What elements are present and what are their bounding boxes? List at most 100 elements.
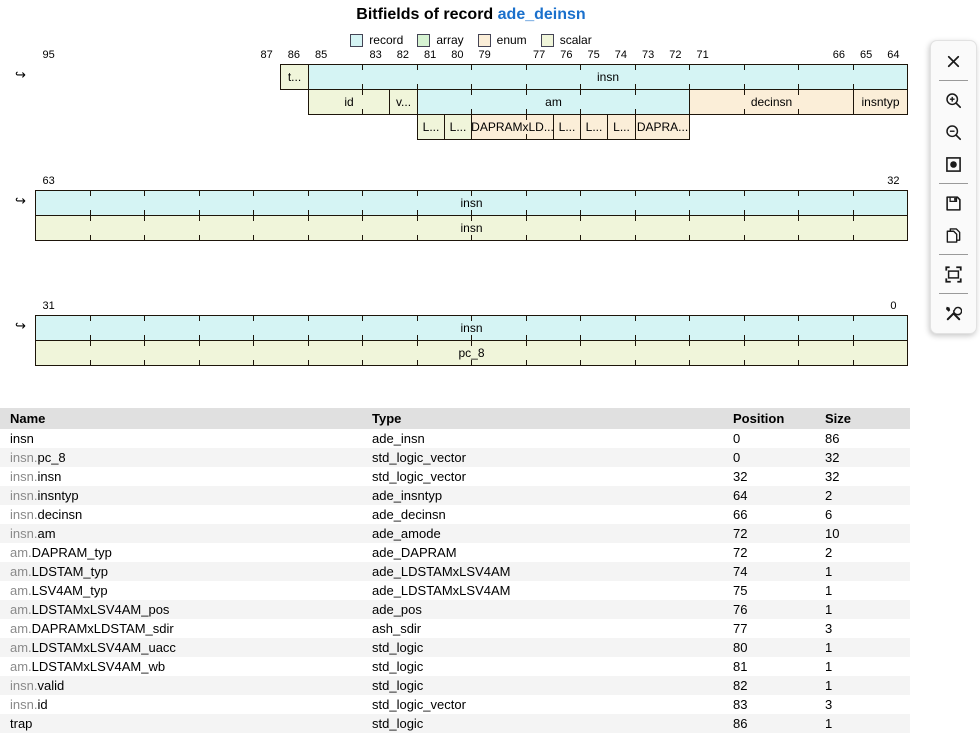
bit-tick: [526, 65, 527, 70]
name-prefix: insn.: [10, 697, 38, 712]
bit-tick: [308, 216, 309, 221]
bit-tick: [417, 109, 418, 114]
wrap-arrow-icon: ↪: [15, 67, 26, 82]
name-base: am: [37, 526, 56, 541]
bit-tick: [744, 90, 745, 95]
name-prefix: am.: [10, 621, 32, 636]
cell-size: 32: [825, 450, 840, 465]
zoom-in-icon: [945, 92, 962, 109]
tools-button[interactable]: [931, 297, 976, 329]
copy-button[interactable]: [931, 219, 976, 251]
cell-name: am.LSV4AM_typ: [10, 581, 108, 600]
name-base: DAPRAMxLDSTAM_sdir: [31, 621, 174, 636]
bit-tick: [308, 335, 309, 340]
bit-number-label: 82: [396, 49, 409, 61]
close-button[interactable]: [931, 45, 976, 77]
cell-type: ade_pos: [372, 602, 422, 617]
bit-tick: [471, 316, 472, 321]
save-button[interactable]: [931, 187, 976, 219]
legend-label: array: [436, 33, 464, 47]
cell-type: std_logic_vector: [372, 469, 466, 484]
bit-tick: [362, 316, 363, 321]
bit-tick: [90, 360, 91, 365]
bit-number-label: 79: [478, 49, 491, 61]
name-prefix: am.: [10, 583, 32, 598]
cell-type: ade_DAPRAM: [372, 545, 457, 560]
bit-tick: [744, 191, 745, 196]
cell-type: ade_insn: [372, 431, 425, 446]
bit-tick: [744, 210, 745, 215]
bit-tick: [744, 316, 745, 321]
bit-tick: [853, 360, 854, 365]
bit-tick: [744, 84, 745, 89]
bit-tick: [798, 109, 799, 114]
bit-tick: [253, 335, 254, 340]
reset-zoom-button[interactable]: [931, 148, 976, 180]
cell-name: am.LDSTAMxLSV4AM_wb: [10, 657, 165, 676]
bit-tick: [90, 216, 91, 221]
bitfield-cell: insn: [35, 215, 908, 241]
bit-tick: [744, 65, 745, 70]
toolbar-divider: [939, 80, 968, 81]
zoom-out-button[interactable]: [931, 116, 976, 148]
name-prefix: insn.: [10, 488, 38, 503]
bit-tick: [471, 191, 472, 196]
bit-tick: [580, 109, 581, 114]
bit-number-label: 66: [832, 49, 845, 61]
bit-tick: [853, 191, 854, 196]
col-header-size: Size: [825, 411, 852, 426]
bit-number-label: 80: [451, 49, 464, 61]
bit-number-label: 74: [614, 49, 627, 61]
legend-swatch-enum: [477, 33, 491, 47]
bit-tick: [144, 316, 145, 321]
bitfield-cell: decinsn: [689, 89, 854, 115]
legend-label: scalar: [559, 33, 592, 47]
bit-tick: [417, 316, 418, 321]
bit-number-label: 65: [860, 49, 873, 61]
bit-tick: [417, 335, 418, 340]
cell-name: trap: [10, 714, 32, 733]
cell-size: 3: [825, 697, 833, 712]
bit-tick: [853, 109, 854, 114]
bit-tick: [90, 210, 91, 215]
legend-label: record: [369, 33, 404, 47]
record-name-link[interactable]: ade_deinsn: [497, 6, 586, 23]
bit-tick: [853, 216, 854, 221]
cell-type: std_logic: [372, 659, 424, 674]
bit-tick: [308, 191, 309, 196]
name-prefix: am.: [10, 640, 32, 655]
name-base: LDSTAMxLSV4AM_wb: [31, 659, 166, 674]
name-base: id: [37, 697, 48, 712]
bit-tick: [635, 109, 636, 114]
fit-view-button[interactable]: [931, 258, 976, 290]
bitfield-cell: id: [308, 89, 390, 115]
bit-tick: [744, 235, 745, 240]
bit-tick: [853, 65, 854, 70]
cell-type: ade_decinsn: [372, 507, 446, 522]
cell-name: am.DAPRAM_typ: [10, 543, 112, 562]
bit-tick: [853, 235, 854, 240]
bit-number-label: 75: [587, 49, 600, 61]
col-header-type: Type: [372, 411, 402, 426]
bit-tick: [308, 341, 309, 346]
cell-type: std_logic_vector: [372, 450, 466, 465]
bit-tick: [689, 335, 690, 340]
bit-tick: [144, 235, 145, 240]
bit-tick: [635, 210, 636, 215]
bitfield-cell: insn: [35, 190, 908, 216]
cell-position: 82: [733, 678, 748, 693]
bit-tick: [526, 316, 527, 321]
toolbar: [930, 40, 977, 334]
bit-number-label: 0: [890, 300, 897, 312]
name-prefix: am.: [10, 659, 32, 674]
name-base: LSV4AM_typ: [31, 583, 108, 598]
zoom-in-button[interactable]: [931, 84, 976, 116]
